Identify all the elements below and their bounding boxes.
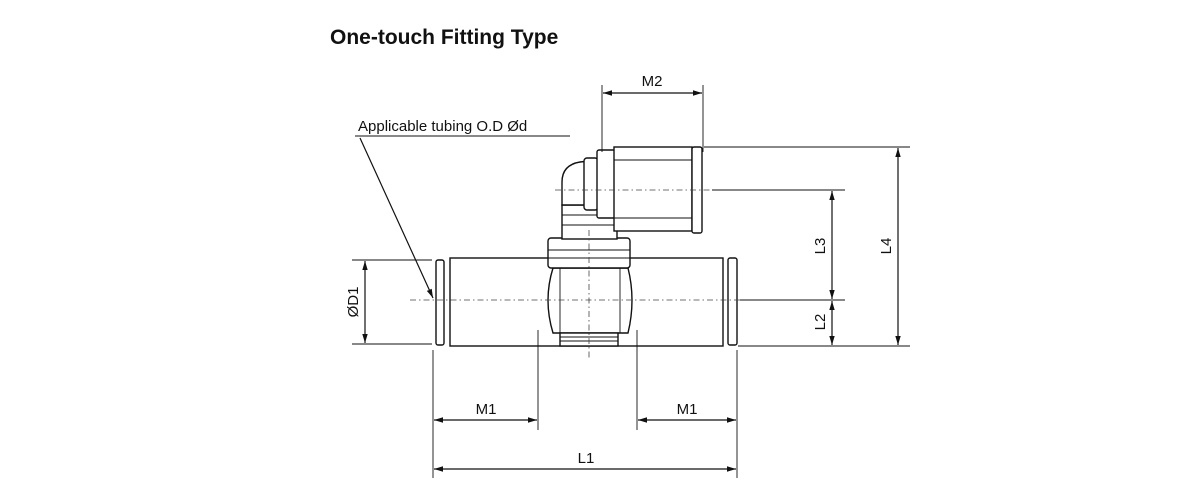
dim-label-m1-right: M1	[677, 401, 698, 418]
dim-label-m2: M2	[642, 73, 663, 90]
dim-label-m1-left: M1	[476, 401, 497, 418]
extension-lines	[352, 85, 910, 478]
tubing-callout	[355, 135, 570, 299]
diagram-title: One-touch Fitting Type	[330, 26, 559, 49]
elbow-fitting	[561, 146, 703, 240]
dim-label-l4: L4	[878, 238, 895, 255]
dim-label-l2: L2	[812, 314, 829, 331]
dim-label-l1: L1	[578, 450, 595, 467]
tubing-callout-label: Applicable tubing O.D Ød	[358, 118, 527, 135]
dim-label-l3: L3	[812, 238, 829, 255]
tee-body	[435, 237, 738, 347]
dimension-lines	[362, 90, 901, 472]
dim-label-d1: ØD1	[345, 287, 362, 318]
